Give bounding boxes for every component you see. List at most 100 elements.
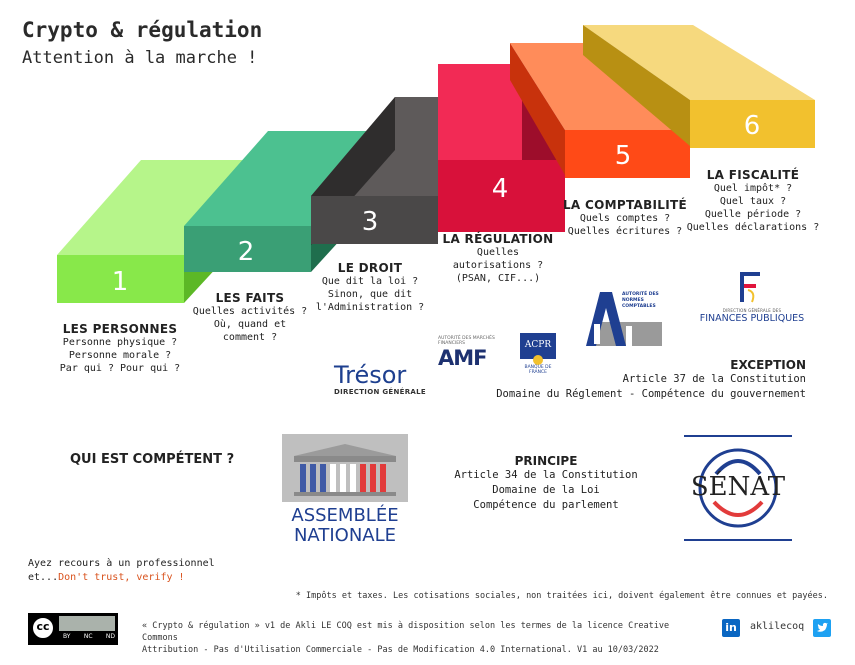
acpr-emblem-icon xyxy=(533,355,543,365)
step-6-front xyxy=(690,100,815,148)
assemblee-nationale-logo: ASSEMBLÉE NATIONALE xyxy=(282,434,408,546)
anc-text: AUTORITÉ DES NORMES COMPTABLES xyxy=(622,292,659,309)
step-2-line-3: comment ? xyxy=(222,332,278,343)
step-1-number: 1 xyxy=(112,267,129,297)
social-handle[interactable]: aklilecoq xyxy=(750,621,805,632)
step-5-number: 5 xyxy=(615,141,632,171)
dgfip-sub: DIRECTION GÉNÉRALE DES xyxy=(722,308,782,313)
step-1-title: LES PERSONNES xyxy=(62,322,178,336)
step-6-number: 6 xyxy=(744,111,761,141)
tresor-logo: Trésor DIRECTION GÉNÉRALE xyxy=(334,362,426,396)
step-1-line-3: Par qui ? Pour qui ? xyxy=(59,363,181,374)
footnote: * Impôts et taxes. Les cotisations socia… xyxy=(295,591,828,601)
advice-line-2: et...Don't trust, verify ! xyxy=(28,571,215,585)
step-5: 5 xyxy=(510,43,690,178)
step-6-line-3: Quelle période ? xyxy=(704,209,802,220)
step-4-front xyxy=(438,160,565,232)
cc-label: cc xyxy=(36,620,50,633)
step-1-line-1: Personne physique ? xyxy=(62,337,178,348)
principe-line-2: Domaine de la Loi xyxy=(492,484,600,496)
step-1-front xyxy=(57,255,184,303)
cc-icon xyxy=(31,616,55,640)
step-6-title: LA FISCALITÉ xyxy=(706,168,800,182)
step-5-side xyxy=(510,43,565,175)
cc-badge-top xyxy=(59,616,115,631)
linkedin-label: in xyxy=(725,621,737,634)
amf-name: AMF xyxy=(438,346,488,370)
competence-question: QUI EST COMPÉTENT ? xyxy=(70,452,235,467)
exception-title: EXCEPTION xyxy=(730,358,806,372)
license-text: « Crypto & régulation » v1 de Akli LE CO… xyxy=(142,620,702,656)
step-6-label: LA FISCALITÉ Quel impôt* ? Quel taux ? Q… xyxy=(682,168,824,234)
step-2-label: LES FAITS Quelles activités ? Où, quand … xyxy=(180,291,320,344)
step-4-line-2: autorisations ? xyxy=(452,260,544,271)
step-2-front xyxy=(184,226,311,272)
step-3-line-1: Que dit la loi ? xyxy=(321,276,419,287)
step-5-title: LA COMPTABILITÉ xyxy=(562,198,687,212)
dgfip-name: FINANCES PUBLIQUES xyxy=(699,313,805,324)
step-6-line-2: Quel taux ? xyxy=(719,196,787,207)
acpr-logo: ACPR BANQUE DE FRANCE xyxy=(516,333,560,375)
principe-line-3: Compétence du parlement xyxy=(473,499,619,511)
cc-by: BY xyxy=(63,633,71,640)
an-line-2: NATIONALE xyxy=(293,525,397,546)
dgfip-emblem-icon xyxy=(740,272,760,303)
step-6: 6 xyxy=(583,25,815,148)
exception-line-2: Domaine du Réglement - Compétence du gou… xyxy=(496,388,806,400)
acpr-sub: BANQUE DE FRANCE xyxy=(524,365,552,375)
step-5-top xyxy=(510,43,690,130)
step-5-line-2: Quelles écritures ? xyxy=(567,226,683,237)
step-4-number: 4 xyxy=(492,174,509,204)
linkedin-icon[interactable]: in xyxy=(722,619,740,637)
page-subtitle: Attention à la marche ! xyxy=(22,48,258,68)
twitter-icon[interactable] xyxy=(813,619,831,637)
step-1-label: LES PERSONNES Personne physique ? Person… xyxy=(50,322,190,375)
step-6-line-1: Quel impôt* ? xyxy=(713,183,793,194)
step-2-top xyxy=(184,131,395,226)
advice-prefix: et... xyxy=(28,572,59,583)
senat-name: SÉNAT xyxy=(690,472,786,502)
an-line-1: ASSEMBLÉE xyxy=(291,505,399,526)
step-1-top xyxy=(57,160,268,255)
cc-nd: ND xyxy=(105,633,115,640)
amf-logo: AUTORITÉ DES MARCHÉS FINANCIERS AMF xyxy=(438,336,508,370)
dgfip-logo: DIRECTION GÉNÉRALE DES FINANCES PUBLIQUE… xyxy=(696,268,808,328)
step-3-label: LE DROIT Que dit la loi ? Sinon, que dit… xyxy=(300,261,440,314)
amf-top: AUTORITÉ DES MARCHÉS FINANCIERS xyxy=(438,336,495,346)
exception-block: EXCEPTION Article 37 de la Constitution … xyxy=(460,358,806,402)
step-2-line-1: Quelles activités ? xyxy=(192,306,308,317)
advice-block: Ayez recours à un professionnel et...Don… xyxy=(28,557,215,585)
step-3-front xyxy=(311,196,438,244)
step-3-title: LE DROIT xyxy=(337,261,403,275)
step-2-title: LES FAITS xyxy=(215,291,285,305)
step-6-top xyxy=(583,25,815,100)
senat-emblem-icon xyxy=(684,435,792,541)
step-1-line-2: Personne morale ? xyxy=(68,350,172,361)
anc-mark-icon xyxy=(586,292,662,346)
acpr-name: ACPR xyxy=(524,340,552,350)
cc-terms: BY NC ND xyxy=(63,633,115,640)
senat-logo: SÉNAT xyxy=(684,432,792,544)
step-4-line-3: (PSAN, CIF...) xyxy=(455,273,541,284)
step-4-label: LA RÉGULATION Quelles autorisations ? (P… xyxy=(428,232,568,285)
cc-nc: NC xyxy=(83,633,93,640)
cc-license-badge[interactable]: cc BY NC ND xyxy=(28,613,118,645)
step-5-line-1: Quels comptes ? xyxy=(579,213,671,224)
advice-highlight: Don't trust, verify ! xyxy=(58,572,185,583)
license-line-2: Attribution - Pas d'Utilisation Commerci… xyxy=(142,645,659,655)
step-3-number: 3 xyxy=(362,207,379,237)
step-3-line-3: l'Administration ? xyxy=(315,302,425,313)
principe-block: PRINCIPE Article 34 de la Constitution D… xyxy=(440,454,652,513)
tresor-name: Trésor xyxy=(334,361,407,389)
step-3-line-2: Sinon, que dit xyxy=(327,289,413,300)
step-4-line-1: Quelles xyxy=(476,247,520,258)
acpr-block xyxy=(520,333,556,359)
step-3: 3 xyxy=(311,97,438,245)
twitter-bird-icon xyxy=(817,622,828,632)
exception-line-1: Article 37 de la Constitution xyxy=(622,373,806,385)
step-2-number: 2 xyxy=(238,237,255,267)
principe-title: PRINCIPE xyxy=(514,454,578,468)
step-6-side xyxy=(583,25,690,146)
page-title: Crypto & régulation xyxy=(22,18,263,42)
